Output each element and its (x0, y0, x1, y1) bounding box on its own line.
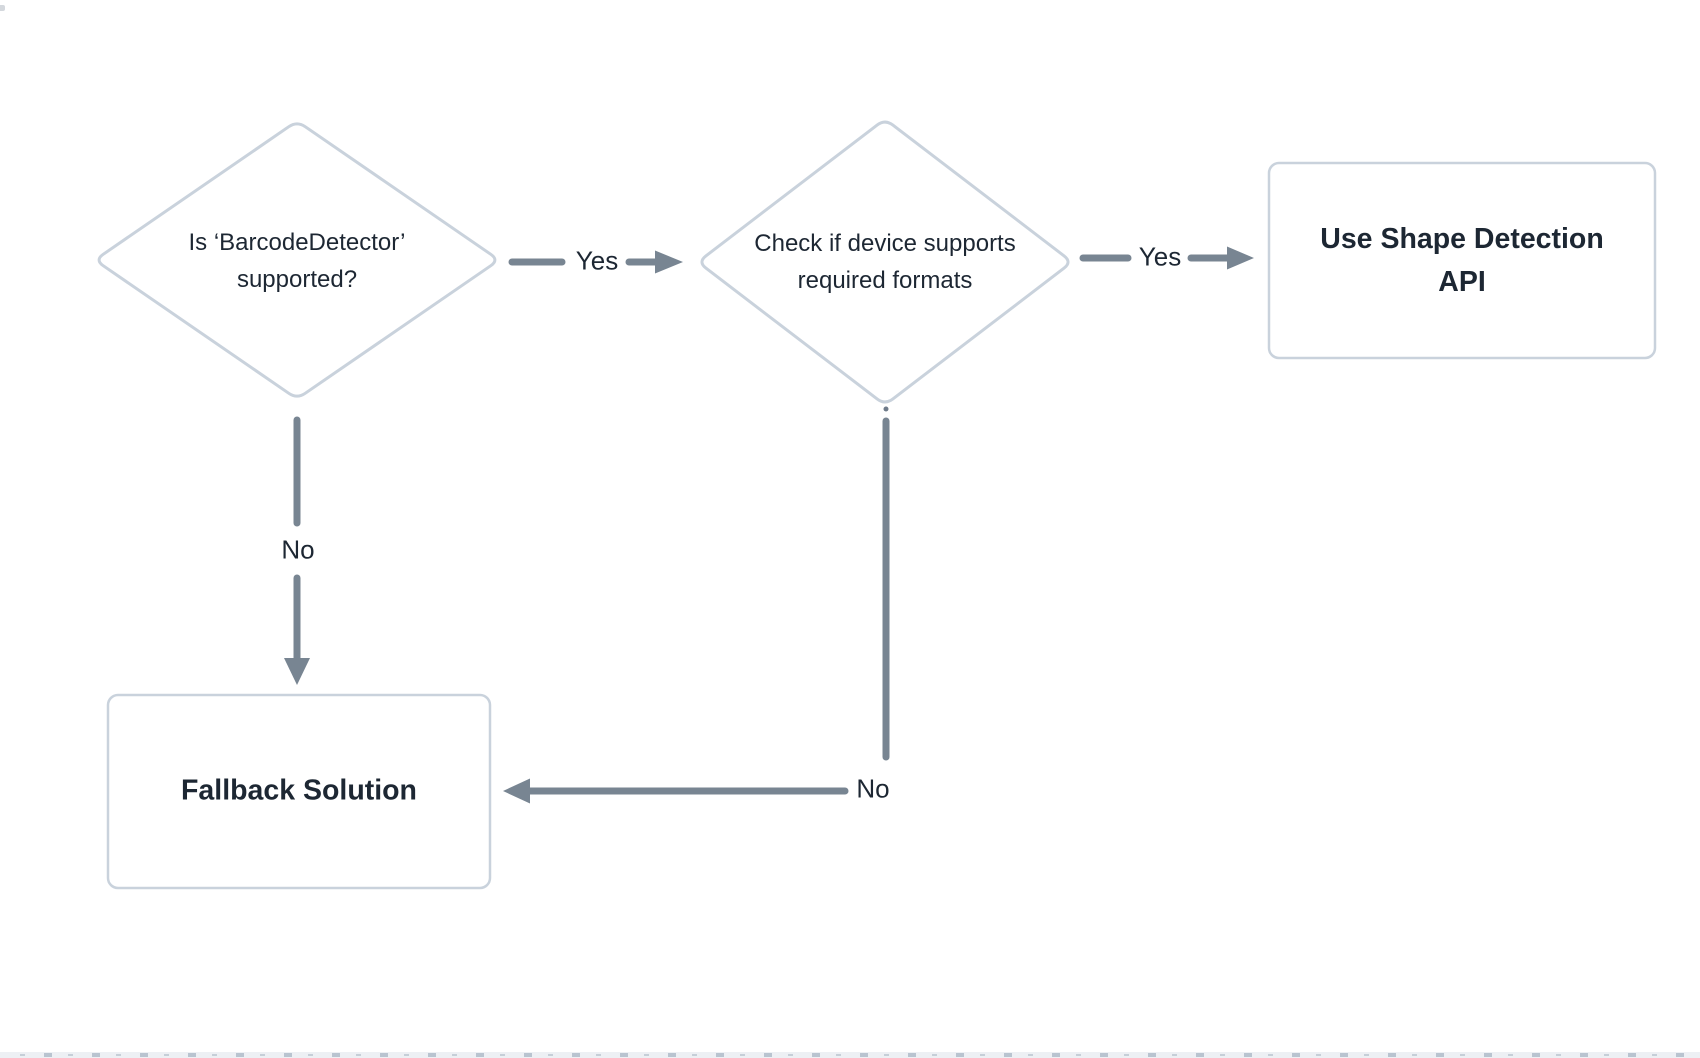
edge-yes-1-arrowhead-icon (655, 250, 683, 274)
process-rect-shape-detection-api (1267, 161, 1657, 360)
edge-label-yes-2: Yes (1138, 241, 1182, 272)
process-rect-fallback-solution (106, 693, 492, 890)
edge-no-1-arrowhead-icon (284, 658, 310, 685)
node-label-fallback-solution: Fallback Solution (181, 774, 417, 807)
node-label-shape-detection-api: Use Shape Detection API (1320, 223, 1604, 298)
cutoff-content-strip (0, 1052, 1700, 1058)
node-label-required-formats: Check if device supports required format… (754, 230, 1016, 294)
corner-artifact (0, 5, 5, 11)
edge-yes-2-arrowhead-icon (1227, 246, 1254, 270)
edge-label-yes-1: Yes (575, 245, 619, 276)
decision-diamond-barcode-supported (97, 122, 497, 398)
decision-diamond-required-formats (700, 120, 1070, 404)
edge-no-2-junction-dot (883, 406, 889, 412)
edge-label-no-1: No (281, 534, 315, 565)
strip-large-marks (0, 1053, 1700, 1057)
edge-no-2-arrowhead-icon (503, 778, 530, 804)
edge-label-no-2: No (856, 773, 890, 804)
node-label-barcode-supported: Is ‘BarcodeDetector’ supported? (188, 229, 406, 293)
